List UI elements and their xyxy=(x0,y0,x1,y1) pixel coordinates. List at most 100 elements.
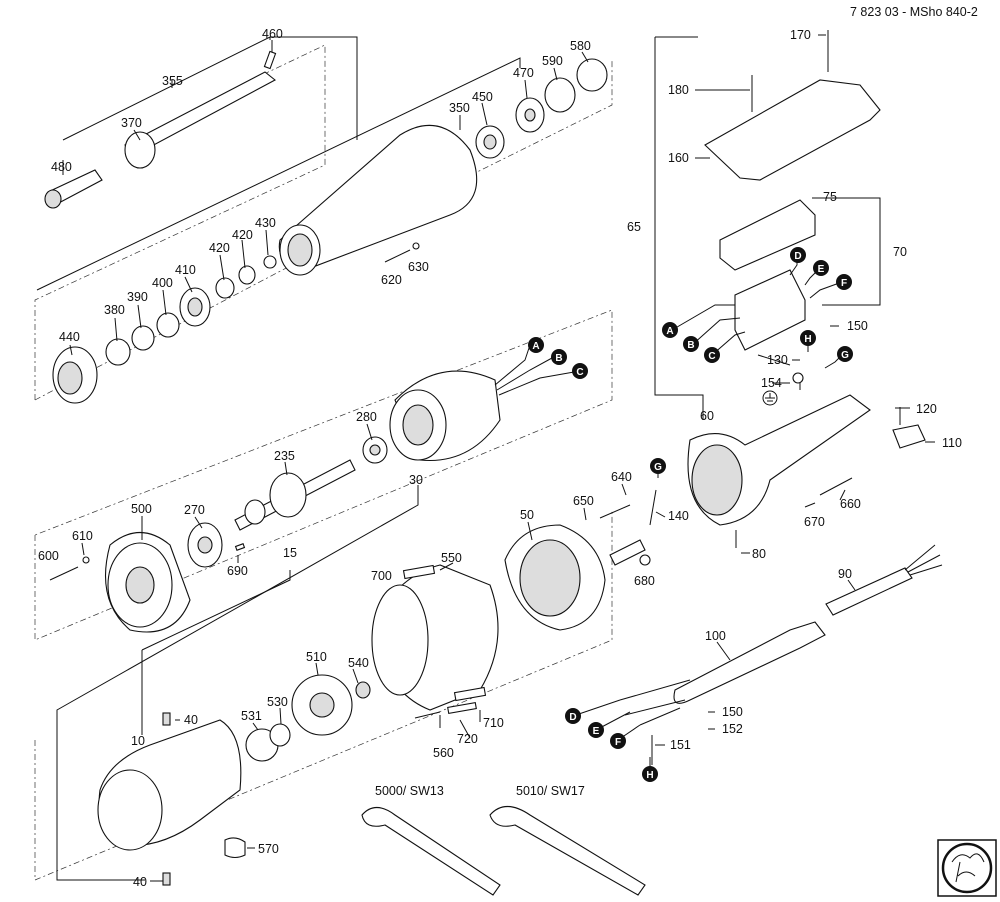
leader-lines xyxy=(62,34,935,882)
part-label-10: 10 xyxy=(131,734,145,748)
part-label-400: 400 xyxy=(152,276,173,290)
part-label-640: 640 xyxy=(611,470,632,484)
part-label-60: 60 xyxy=(700,409,714,423)
svg-text:D: D xyxy=(794,251,801,262)
part-label-480: 480 xyxy=(51,160,72,174)
marker-g-housing: G xyxy=(650,458,666,474)
document-code: 7 823 03 - MSho 840-2 xyxy=(850,5,978,19)
svg-text:F: F xyxy=(615,737,621,748)
marker-h-switch: H xyxy=(800,330,816,346)
marker-b-motor: B xyxy=(551,349,567,365)
part-label-590: 590 xyxy=(542,54,563,68)
part-label-5000-sw13: 5000/ SW13 xyxy=(375,784,444,798)
part-label-140: 140 xyxy=(668,509,689,523)
part-label-680: 680 xyxy=(634,574,655,588)
part-label-70: 70 xyxy=(893,245,907,259)
part-label-15: 15 xyxy=(283,546,297,560)
svg-text:D: D xyxy=(569,712,576,723)
part-label-531: 531 xyxy=(241,709,262,723)
part-label-65: 65 xyxy=(627,220,641,234)
part-label-720: 720 xyxy=(457,732,478,746)
fan-assembly xyxy=(245,674,371,762)
part-label-160: 160 xyxy=(668,151,689,165)
part-label-560: 560 xyxy=(433,746,454,760)
marker-b-switch: B xyxy=(683,336,699,352)
part-label-40-upper: 40 xyxy=(184,713,198,727)
motor-housing-sleeve xyxy=(371,524,606,728)
part-label-380: 380 xyxy=(104,303,125,317)
part-label-440: 440 xyxy=(59,330,80,344)
part-label-75: 75 xyxy=(823,190,837,204)
part-label-450: 450 xyxy=(472,90,493,104)
marker-h-cable: H xyxy=(642,766,658,782)
part-label-500: 500 xyxy=(131,502,152,516)
part-label-150-upper: 150 xyxy=(847,319,868,333)
part-label-40-lower: 40 xyxy=(133,875,147,889)
handle-assembly xyxy=(599,30,926,566)
motor-housing xyxy=(97,712,246,886)
part-label-151: 151 xyxy=(670,738,691,752)
svg-text:C: C xyxy=(576,367,583,378)
part-label-270: 270 xyxy=(184,503,205,517)
marker-c-motor: C xyxy=(572,363,588,379)
marker-c-switch: C xyxy=(704,347,720,363)
bearing-rings-row xyxy=(52,58,608,404)
shaft-assembly xyxy=(44,50,277,209)
part-label-650: 650 xyxy=(573,494,594,508)
part-label-235: 235 xyxy=(274,449,295,463)
marker-a-motor: A xyxy=(528,337,544,353)
svg-text:G: G xyxy=(654,462,662,473)
svg-text:B: B xyxy=(555,353,562,364)
part-label-90: 90 xyxy=(838,567,852,581)
end-shield xyxy=(49,522,246,633)
part-label-120: 120 xyxy=(916,402,937,416)
cable-assembly xyxy=(619,544,943,726)
part-label-630: 630 xyxy=(408,260,429,274)
marker-a-switch: A xyxy=(662,322,678,338)
part-label-700: 700 xyxy=(371,569,392,583)
svg-text:E: E xyxy=(818,264,825,275)
part-label-550: 550 xyxy=(441,551,462,565)
connection-markers: A B C A B C D E F H G G D E F H xyxy=(528,247,853,782)
part-label-152: 152 xyxy=(722,722,743,736)
grouping-lines xyxy=(36,36,881,881)
svg-text:B: B xyxy=(687,340,694,351)
svg-text:A: A xyxy=(532,341,539,352)
part-label-110: 110 xyxy=(942,436,962,450)
part-label-600: 600 xyxy=(38,549,59,563)
part-label-540: 540 xyxy=(348,656,369,670)
part-label-530: 530 xyxy=(267,695,288,709)
part-label-180: 180 xyxy=(668,83,689,97)
part-label-150-lower: 150 xyxy=(722,705,743,719)
part-label-420-upper: 420 xyxy=(232,228,253,242)
svg-text:E: E xyxy=(593,726,600,737)
part-label-350: 350 xyxy=(449,101,470,115)
part-label-370: 370 xyxy=(121,116,142,130)
part-label-470: 470 xyxy=(513,66,534,80)
part-label-510: 510 xyxy=(306,650,327,664)
part-label-430: 430 xyxy=(255,216,276,230)
part-label-355: 355 xyxy=(162,74,183,88)
gear-housing xyxy=(278,124,478,276)
part-label-390: 390 xyxy=(127,290,148,304)
part-label-610: 610 xyxy=(72,529,93,543)
part-label-50: 50 xyxy=(520,508,534,522)
part-label-80: 80 xyxy=(752,547,766,561)
marker-e-switch: E xyxy=(813,260,829,276)
wrenches xyxy=(361,805,646,896)
svg-text:G: G xyxy=(841,350,849,361)
part-label-660: 660 xyxy=(840,497,861,511)
part-label-570: 570 xyxy=(258,842,279,856)
part-label-170: 170 xyxy=(790,28,811,42)
marker-g-switch: G xyxy=(837,346,853,362)
brand-logo xyxy=(937,839,997,897)
part-label-154: 154 xyxy=(761,376,782,390)
svg-text:H: H xyxy=(804,334,811,345)
part-label-420-lower: 420 xyxy=(209,241,230,255)
part-label-30: 30 xyxy=(409,473,423,487)
svg-text:H: H xyxy=(646,770,653,781)
ground-symbol-icon xyxy=(762,390,778,406)
svg-text:F: F xyxy=(841,278,847,289)
